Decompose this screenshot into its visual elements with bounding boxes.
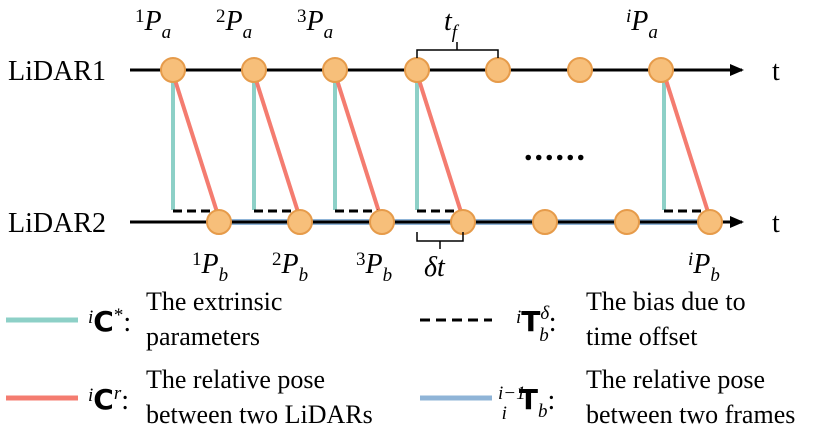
legend-text-relative-frames-2: between two frames xyxy=(586,400,795,428)
legend-text-extrinsic-2: parameters xyxy=(146,322,260,351)
legend-symbol-relative-lidars: iCr: xyxy=(88,383,129,416)
relative-lidar-line xyxy=(173,79,219,213)
frame-interval-label: tf xyxy=(444,6,460,43)
pose-label-top-1: 1Pa xyxy=(135,6,171,43)
time-axis-label-bottom: t xyxy=(772,208,780,239)
lidar1-frame-node xyxy=(160,57,186,83)
lidar2-frame-node xyxy=(614,209,640,235)
legend-text-relative-lidars-1: The relative pose xyxy=(146,365,325,394)
time-offset-label: δt xyxy=(424,252,446,283)
legend-symbol-extrinsic: iC*: xyxy=(88,305,131,338)
pose-link-group-1 xyxy=(171,78,219,213)
legend-item-extrinsic: iC*: The extrinsic parameters xyxy=(6,287,282,351)
relative-lidar-line xyxy=(664,79,710,213)
pose-label-bottom-1: 1Pb xyxy=(192,249,228,286)
pose-link-group-i xyxy=(662,78,710,213)
pose-label-top-2: 2Pa xyxy=(216,6,252,43)
legend-item-relative-lidars: iCr: The relative pose between two LiDAR… xyxy=(6,365,373,428)
pose-link-group-2 xyxy=(252,78,300,213)
lidar1-frame-node xyxy=(322,57,348,83)
lidar1-frame-node xyxy=(241,57,267,83)
pose-link-group-3 xyxy=(333,78,381,213)
time-axis-label-top: t xyxy=(772,56,780,87)
relative-lidar-line xyxy=(254,79,300,213)
lidar2-frame-node xyxy=(450,209,476,235)
frame-interval-bracket: tf xyxy=(416,6,499,58)
pose-link-group-4 xyxy=(415,78,463,213)
pose-label-bottom-2: 2Pb xyxy=(272,249,308,286)
lidar1-frame-node xyxy=(648,57,674,83)
legend-text-relative-lidars-2: between two LiDARs xyxy=(146,400,373,428)
pose-label-bottom-i: iPb xyxy=(688,249,720,286)
lidar2-frame-node xyxy=(206,209,232,235)
lidar1-frame-node xyxy=(567,57,593,83)
legend-text-relative-frames-1: The relative pose xyxy=(586,365,765,394)
time-offset-bracket: δt xyxy=(416,232,464,283)
lidar1-label: LiDAR1 xyxy=(8,56,106,87)
relative-lidar-line xyxy=(335,79,381,213)
pose-label-top-i: iPa xyxy=(626,6,658,43)
lidar1-frame-node xyxy=(404,57,430,83)
legend-text-bias-1: The bias due to xyxy=(586,287,746,316)
lidar2-frame-node xyxy=(697,209,723,235)
lidar2-frame-node xyxy=(532,209,558,235)
lidar2-frame-node xyxy=(287,209,313,235)
legend-text-bias-2: time offset xyxy=(586,322,698,351)
continuation-ellipsis: ...... xyxy=(524,131,587,168)
pose-label-top-3: 3Pa xyxy=(297,6,333,43)
legend-text-extrinsic-1: The extrinsic xyxy=(146,287,282,316)
lidar2-label: LiDAR2 xyxy=(8,208,106,239)
pose-label-bottom-3: 3Pb xyxy=(356,249,392,286)
lidar1-frame-node xyxy=(485,57,511,83)
relative-lidar-line xyxy=(417,79,463,213)
lidar2-frame-node xyxy=(369,209,395,235)
